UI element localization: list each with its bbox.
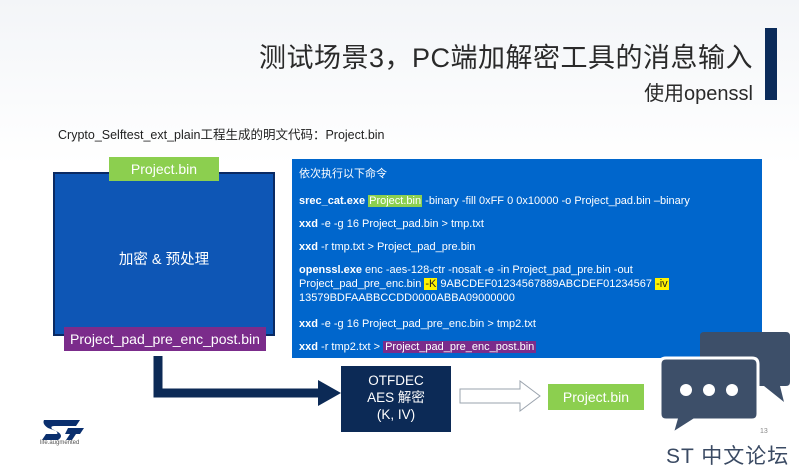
- command-name: srec_cat.exe: [299, 195, 366, 207]
- command-heading: 依次执行以下命令: [299, 168, 387, 180]
- page-title: 测试场景3，PC端加解密工具的消息输入: [258, 43, 753, 73]
- command-name: xxd: [299, 341, 318, 353]
- command-line-openssl-iv: 13579BDFAABBCCDD0000ABBA09000000: [299, 292, 515, 304]
- page-number: 13: [760, 428, 768, 435]
- otfdec-params: (K, IV): [376, 407, 416, 422]
- page-subtitle: 使用openssl: [644, 83, 753, 105]
- logo-tagline: life.augmented: [40, 440, 80, 446]
- command-args: -binary -fill 0xFF 0 0x10000 -o Project_…: [422, 195, 690, 207]
- command-name: xxd: [299, 318, 318, 330]
- command-name: xxd: [299, 241, 318, 253]
- highlight-key-flag: -K: [424, 278, 438, 290]
- watermark-text: ST 中文论坛: [666, 445, 790, 468]
- command-line-srec: srec_cat.exe Project.bin -binary -fill 0…: [299, 195, 690, 207]
- highlight-iv-flag: -iv: [655, 278, 669, 290]
- st-logo-icon: [42, 420, 84, 440]
- command-args: -r tmp2.txt >: [317, 341, 384, 353]
- hollow-arrow-to-output: [459, 380, 541, 412]
- command-name: xxd: [299, 218, 318, 230]
- key-value: 9ABCDEF01234567889ABCDEF01234567: [437, 278, 656, 290]
- otfdec-box: OTFDEC AES 解密 (K, IV): [341, 366, 451, 432]
- command-line-xxd-2: xxd -r tmp.txt > Project_pad_pre.bin: [299, 241, 475, 253]
- encrypt-preprocess-label: 加密 & 预处理: [118, 252, 210, 268]
- decrypted-output-tag: Project.bin: [548, 384, 644, 410]
- flow-arrow-to-otfdec: [153, 356, 320, 398]
- caption: Crypto_Selftest_ext_plain工程生成的明文代码：Proje…: [58, 128, 385, 142]
- command-args: enc -aes-128-ctr -nosalt -e -in Project_…: [361, 264, 633, 276]
- command-line-xxd-4: xxd -r tmp2.txt > Project_pad_pre_enc_po…: [299, 341, 537, 353]
- highlight-output-file: Project_pad_pre_enc_post.bin: [383, 341, 537, 353]
- command-name: openssl.exe: [299, 264, 362, 276]
- title-accent-bar: [765, 28, 777, 100]
- command-line-openssl-cont: Project_pad_pre_enc.bin -K 9ABCDEF012345…: [299, 278, 669, 290]
- flow-arrowhead-to-otfdec: [318, 380, 341, 406]
- title-block: 测试场景3，PC端加解密工具的消息输入 使用openssl: [259, 36, 753, 106]
- chat-bubble-icon: [660, 332, 790, 435]
- command-args: Project_pad_pre_enc.bin: [299, 278, 425, 290]
- command-line-xxd-1: xxd -e -g 16 Project_pad.bin > tmp.txt: [299, 218, 484, 230]
- highlight-input-file: Project.bin: [368, 195, 423, 207]
- command-line-xxd-3: xxd -e -g 16 Project_pad_pre_enc.bin > t…: [299, 318, 536, 330]
- encrypt-preprocess-box: 加密 & 预处理: [53, 172, 275, 336]
- command-args: -e -g 16 Project_pad_pre_enc.bin > tmp2.…: [317, 318, 536, 330]
- otfdec-algo: AES 解密: [367, 390, 425, 405]
- command-args: -r tmp.txt > Project_pad_pre.bin: [317, 241, 476, 253]
- input-file-tag: Project.bin: [109, 157, 219, 181]
- command-line-openssl: openssl.exe enc -aes-128-ctr -nosalt -e …: [299, 264, 633, 276]
- output-file-tag: Project_pad_pre_enc_post.bin: [64, 327, 266, 351]
- otfdec-title: OTFDEC: [368, 373, 424, 388]
- command-args: -e -g 16 Project_pad.bin > tmp.txt: [317, 218, 484, 230]
- command-panel: 依次执行以下命令 srec_cat.exe Project.bin -binar…: [292, 159, 762, 358]
